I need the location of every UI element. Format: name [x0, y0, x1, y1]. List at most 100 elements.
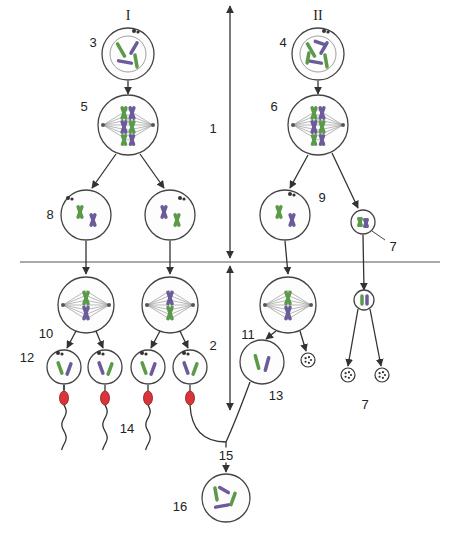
arrow-line: [151, 331, 160, 348]
chromosome: [216, 505, 229, 507]
callout-number: 16: [171, 499, 189, 514]
cell-outline: [98, 95, 158, 155]
chromosome: [265, 358, 268, 371]
sperm-head: [101, 391, 110, 405]
polar-body-chromatin: [350, 374, 352, 376]
polar-body: [351, 210, 375, 234]
chromosome: [58, 363, 62, 373]
spindle-pole: [107, 303, 111, 307]
chromosome: [309, 61, 322, 63]
cell-outline: [145, 190, 195, 240]
chromosome: [130, 122, 134, 132]
callout-number: 9: [316, 190, 327, 205]
arrow-line: [104, 385, 105, 391]
polar-body-chromatin: [308, 356, 310, 358]
chromosome: [325, 55, 327, 67]
cell-outline: [288, 95, 348, 155]
sperm-head: [186, 391, 195, 405]
arrow-line: [147, 385, 148, 391]
callout-number: 13: [267, 388, 285, 403]
chromosome: [122, 136, 125, 144]
arrow-line: [63, 385, 64, 390]
cell-outline: [260, 277, 316, 333]
nucleus: [110, 36, 146, 72]
polar-body-chromatin: [348, 371, 350, 373]
chromosome: [184, 363, 188, 373]
arrow-line: [285, 241, 288, 274]
spindle-pole: [341, 123, 345, 127]
callout-number: 14: [118, 421, 136, 436]
chromosome: [131, 43, 137, 53]
chromosome: [99, 363, 103, 373]
arrow-line: [300, 331, 306, 351]
sperm-tail: [146, 405, 151, 450]
centrosome: [66, 196, 70, 200]
centrosome: [288, 192, 292, 196]
polar-body-chromatin: [304, 361, 306, 363]
centrosome: [182, 351, 186, 355]
arrow-line: [180, 331, 188, 348]
chromosome: [277, 207, 281, 217]
polar-body-chromatin: [310, 359, 312, 361]
chromosome: [220, 488, 229, 493]
zygote: [202, 474, 250, 522]
polar-body-chromatin: [382, 377, 384, 379]
chromosome: [365, 220, 367, 227]
chromosome: [307, 53, 309, 63]
arrow-line: [140, 154, 164, 188]
chromosome: [360, 296, 364, 304]
polar-body: [341, 368, 355, 382]
chromosome: [320, 122, 324, 132]
spindle-pole: [101, 123, 105, 127]
chromosome: [277, 207, 281, 217]
chromosome: [359, 219, 361, 226]
cell-outline: [47, 350, 81, 384]
spindle-pole: [263, 303, 267, 307]
polar-body-chromatin: [304, 357, 306, 359]
chromosome: [286, 292, 290, 303]
chromosome: [168, 307, 172, 318]
arrow-line: [189, 385, 190, 391]
leader-line: [372, 231, 385, 240]
polar-body-chromatin: [348, 377, 350, 379]
centrosome: [182, 197, 185, 200]
polar-body-chromatin: [378, 372, 380, 374]
sperm-tail: [190, 405, 226, 442]
arrow-line: [85, 241, 86, 274]
chromosome: [175, 215, 179, 225]
chromosome: [215, 488, 217, 500]
spindle-pole: [309, 303, 313, 307]
sperm-tail: [103, 405, 108, 450]
column-heading: II: [311, 8, 324, 24]
callout-number: 10: [37, 326, 55, 341]
chromosome: [312, 136, 315, 144]
chromosome: [162, 207, 166, 217]
chromosome: [286, 307, 290, 318]
chromosome: [130, 108, 134, 118]
chromosome: [320, 122, 324, 132]
chromosome: [312, 108, 316, 118]
chromosome: [135, 55, 137, 67]
chromosome: [312, 122, 316, 132]
polar-body: [301, 353, 315, 367]
chromosome: [312, 122, 316, 132]
chromosome: [315, 41, 324, 44]
spindle-pole: [61, 303, 65, 307]
chromosome: [142, 363, 146, 373]
sperm-tail: [62, 405, 67, 450]
chromosome: [122, 108, 126, 118]
chromosome: [312, 136, 315, 144]
centrosome: [132, 29, 136, 33]
callout-number: 7: [387, 239, 398, 254]
centrosome: [60, 352, 63, 355]
centrosome: [140, 351, 144, 355]
callout-number: 8: [44, 207, 55, 222]
chromosome: [286, 307, 290, 318]
spindle-pole: [191, 303, 195, 307]
polar-body-chromatin: [382, 371, 384, 373]
arrow-line: [63, 385, 64, 391]
callout-number: 6: [268, 99, 279, 114]
chromosome: [118, 44, 125, 56]
fertilization-line: [226, 382, 250, 442]
